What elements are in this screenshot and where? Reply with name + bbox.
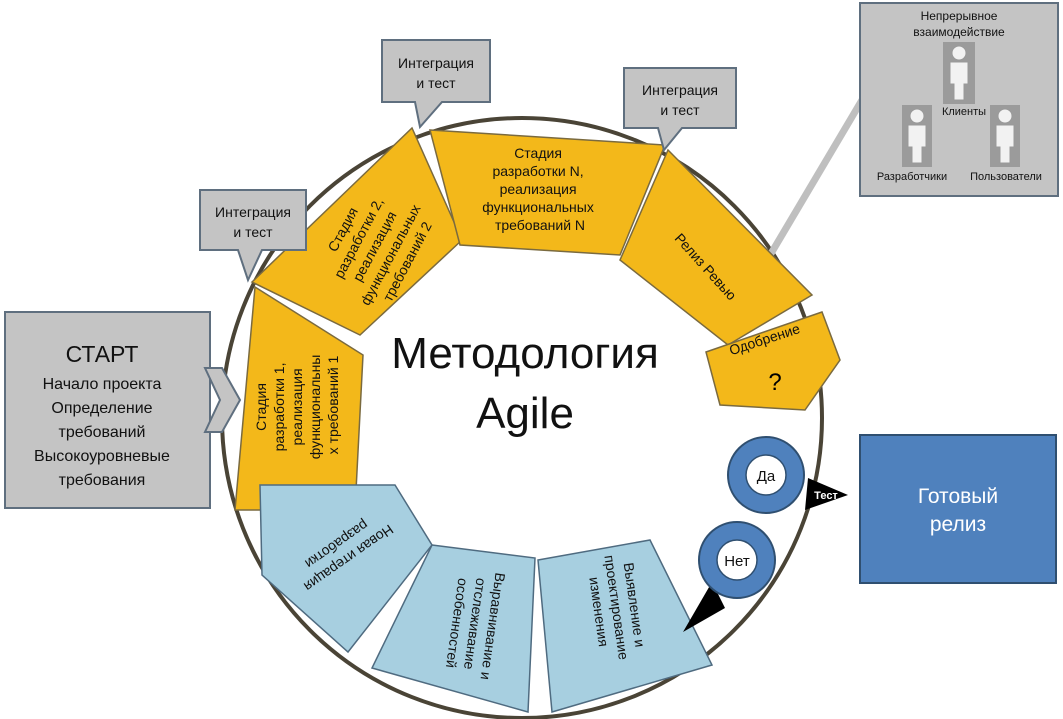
stage-n-line-3: реализация [500, 181, 577, 197]
client-person-icon [943, 42, 975, 104]
no-label: Нет [724, 553, 750, 570]
integration-callout-1: Интеграция и тест [199, 189, 307, 283]
integration-callout-1-line-1: Интеграция [215, 204, 291, 220]
users-label: Пользователи [970, 171, 1042, 183]
integration-callout-3-line-1: Интеграция [642, 82, 718, 98]
test-label: Тест [814, 490, 838, 502]
approval-question-mark: ? [768, 369, 781, 396]
stage-n-line-5: требований N [495, 217, 585, 233]
new-iteration: Новая итерация разработки [259, 484, 433, 654]
start-chevron-icon [203, 367, 242, 433]
align-track: Выравнивание и отслеживание особенностей [370, 544, 536, 713]
stage-2: Стадия разработки 2, реализация функцион… [250, 126, 463, 336]
start-line-3: требований [59, 424, 146, 441]
developer-person-icon [902, 105, 932, 167]
stage-1-label: Стадия разработки 1, реализация функцион… [253, 351, 341, 460]
integration-callout-2-line-2: и тест [416, 75, 456, 91]
integration-callout-1-line-2: и тест [233, 224, 273, 240]
title-line-2: Agile [476, 389, 574, 438]
identify-changes: Выявление и проектирование изменения [537, 539, 714, 713]
no-pointer-icon [683, 582, 725, 632]
stage-1-line-4: функциональны [307, 355, 323, 460]
start-box: СТАРТ Начало проекта Определение требова… [4, 311, 211, 509]
stage-1-line-2: разработки 1, [271, 363, 287, 452]
title-line-1: Методология [391, 329, 659, 378]
decision-no: Нет [683, 521, 776, 632]
stage-1: Стадия разработки 1, реализация функцион… [234, 285, 364, 511]
release-line-1: Готовый [918, 485, 998, 508]
integration-callout-2: Интеграция и тест [381, 39, 491, 130]
integration-callout-3-line-2: и тест [660, 102, 700, 118]
start-line-5: требования [59, 472, 146, 489]
stage-n: Стадия разработки N, реализация функцион… [429, 129, 667, 256]
yes-label: Да [757, 468, 776, 485]
stage-n-line-1: Стадия [514, 145, 562, 161]
start-heading: СТАРТ [66, 341, 139, 367]
stage-1-line-3: реализация [289, 368, 305, 445]
yes-pointer-icon [805, 478, 848, 510]
decision-yes: Да Тест [727, 436, 848, 514]
stakeholders-title-line-2: взаимодействие [913, 25, 1005, 39]
stage-n-label: Стадия разработки N, реализация функцион… [482, 145, 598, 233]
release-line-2: релиз [930, 513, 986, 536]
clients-label: Клиенты [942, 106, 986, 118]
stage-n-line-2: разработки N, [492, 163, 583, 179]
developers-label: Разработчики [877, 171, 947, 183]
user-person-icon [990, 105, 1020, 167]
start-line-4: Высокоуровневые [34, 448, 170, 465]
stakeholders-connector [762, 98, 866, 264]
stakeholders-title-line-1: Непрерывное [921, 9, 998, 23]
integration-callout-3: Интеграция и тест [623, 67, 737, 153]
stage-1-line-1: Стадия [253, 383, 269, 431]
integration-callout-2-line-1: Интеграция [398, 55, 474, 71]
start-line-1: Начало проекта [43, 376, 162, 393]
final-release: Готовый релиз [859, 434, 1057, 584]
start-line-2: Определение [51, 400, 152, 417]
stage-1-line-5: х требований 1 [325, 355, 341, 454]
stakeholders-box: Непрерывное взаимодействие Клиенты Разра… [859, 2, 1059, 197]
stage-n-line-4: функциональных [482, 199, 594, 215]
